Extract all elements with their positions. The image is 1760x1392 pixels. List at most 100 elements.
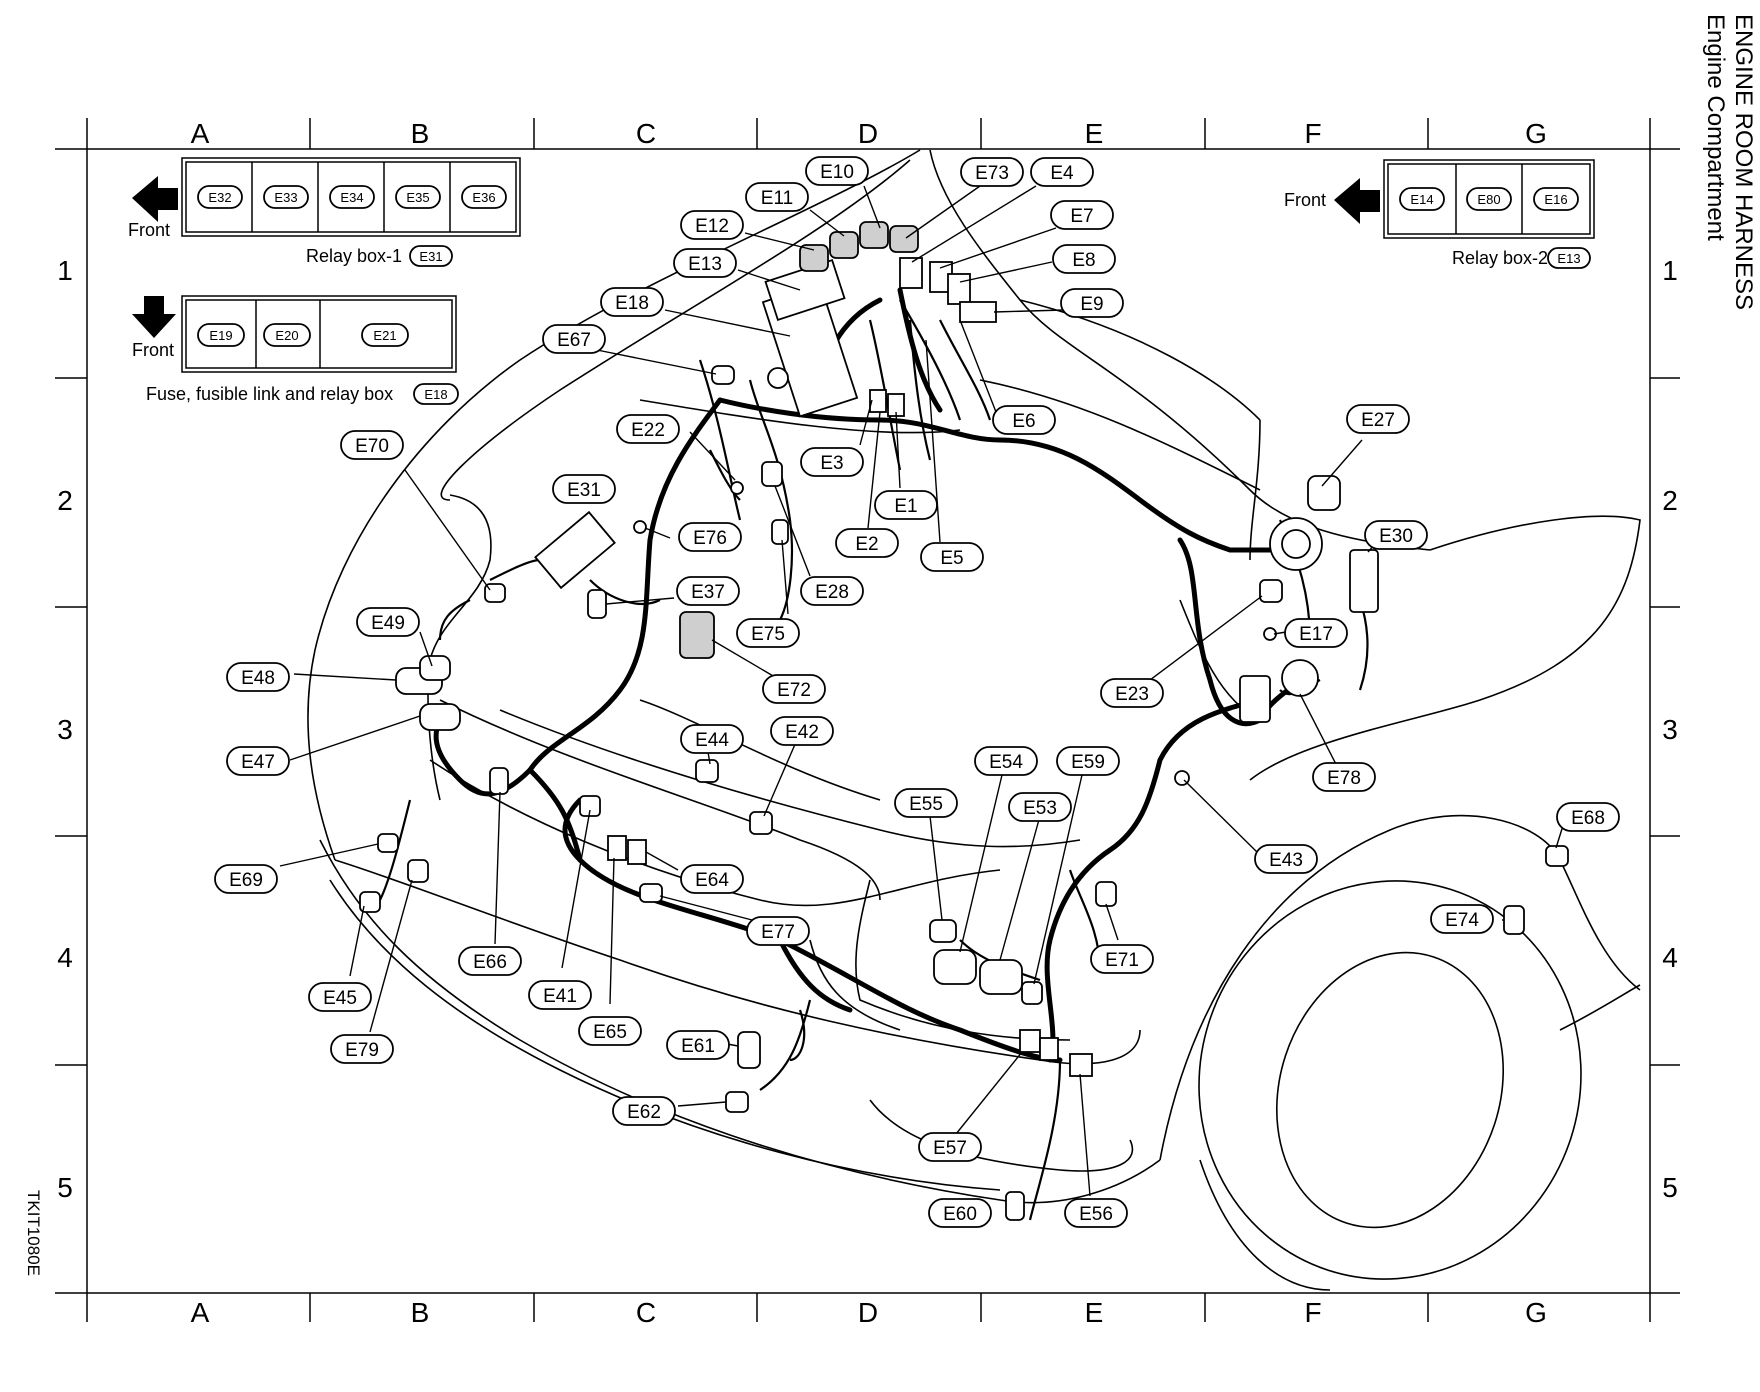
diagram-subtitle: Engine Compartment xyxy=(1702,14,1729,241)
callout-e55: E55 xyxy=(894,788,958,818)
connector-e27-shape xyxy=(1307,475,1341,511)
slot-e34 xyxy=(329,185,375,209)
callout-pill xyxy=(1556,802,1620,832)
fuse-box-top xyxy=(764,259,846,321)
slot-e80 xyxy=(1466,187,1512,211)
callout-label: E7 xyxy=(1070,206,1093,227)
callout-label: E4 xyxy=(1050,163,1074,184)
callout-label: E67 xyxy=(557,330,591,351)
relay-box-1-code: E31 xyxy=(419,249,442,264)
col-label-b-bottom: B xyxy=(411,1297,430,1328)
callout-e66: E66 xyxy=(458,946,522,976)
callout-e76: E76 xyxy=(678,522,742,552)
slot-e14-label: E14 xyxy=(1410,192,1433,207)
callout-label: E71 xyxy=(1105,950,1139,971)
row-label-2-right: 2 xyxy=(1662,485,1678,516)
callout-label: E77 xyxy=(761,922,795,943)
callout-e57: E57 xyxy=(918,1132,982,1162)
callout-label: E10 xyxy=(820,162,854,183)
connector-e57b-shape xyxy=(1039,1037,1059,1061)
connector-e2-shape xyxy=(869,389,887,413)
callout-pill xyxy=(226,746,290,776)
slot-e32-label: E32 xyxy=(208,190,231,205)
connector-e30-shape xyxy=(1349,549,1379,613)
callout-label: E11 xyxy=(761,188,793,209)
callout-e72: E72 xyxy=(762,674,826,704)
relay-box-1-code-pill xyxy=(409,245,453,267)
slot-e35 xyxy=(395,185,441,209)
callout-e71: E71 xyxy=(1090,944,1154,974)
callout-pill xyxy=(673,248,737,278)
callout-e22: E22 xyxy=(616,414,680,444)
callout-e41: E41 xyxy=(528,980,592,1010)
callout-e2: E2 xyxy=(835,528,899,558)
relay-box-2-front-label: Front xyxy=(1284,190,1326,210)
slot-e36-label: E36 xyxy=(472,190,495,205)
callout-label: E6 xyxy=(1012,411,1035,432)
col-label-g: G xyxy=(1525,118,1547,149)
callout-pill xyxy=(616,414,680,444)
callout-e60: E60 xyxy=(928,1198,992,1228)
col-label-e: E xyxy=(1085,118,1104,149)
callout-e69: E69 xyxy=(214,864,278,894)
relay-box-2-code-pill xyxy=(1547,247,1591,269)
callout-label: E75 xyxy=(751,624,785,645)
col-label-f-bottom: F xyxy=(1304,1297,1321,1328)
callout-e67: E67 xyxy=(542,324,606,354)
ground-e22 xyxy=(730,481,744,495)
connector-e47-shape xyxy=(419,703,461,731)
callout-label: E1 xyxy=(894,496,917,517)
slot-e36 xyxy=(461,185,507,209)
connector-e72-shape xyxy=(679,611,715,659)
slot-e34-label: E34 xyxy=(340,190,363,205)
grid-frame xyxy=(55,118,1680,1322)
slot-e16 xyxy=(1533,187,1579,211)
connector-e67-shape xyxy=(711,365,735,385)
connector-e45-shape xyxy=(359,891,381,913)
components xyxy=(359,221,1569,1221)
front-arrow-left-icon-2 xyxy=(1334,178,1380,224)
callout-label: E44 xyxy=(695,730,729,751)
connector-e57-shape xyxy=(1019,1029,1041,1053)
callout-pill xyxy=(676,576,740,606)
slot-e21-label: E21 xyxy=(373,328,396,343)
col-label-d: D xyxy=(858,118,878,149)
callout-label: E79 xyxy=(345,1040,379,1061)
callout-e43: E43 xyxy=(1254,844,1318,874)
callout-pill xyxy=(308,982,372,1012)
callout-e62: E62 xyxy=(612,1096,676,1126)
col-label-e-bottom: E xyxy=(1085,1297,1104,1328)
row-label-5-right: 5 xyxy=(1662,1172,1678,1203)
callout-label: E55 xyxy=(909,794,943,815)
callout-pill xyxy=(214,864,278,894)
row-label-4: 4 xyxy=(57,942,73,973)
connector-e56-shape xyxy=(1069,1053,1093,1077)
callout-pill xyxy=(356,607,420,637)
fuse-box-front-label: Front xyxy=(132,340,174,360)
callout-e11: E11 xyxy=(745,182,809,212)
connector-e4-shape xyxy=(899,257,923,289)
slot-e33-label: E33 xyxy=(274,190,297,205)
col-label-f: F xyxy=(1304,118,1321,149)
callout-pill xyxy=(1254,844,1318,874)
callout-pill xyxy=(458,946,522,976)
ground-e76 xyxy=(633,520,647,534)
callout-label: E68 xyxy=(1571,808,1605,829)
callout-e56: E56 xyxy=(1064,1198,1128,1228)
connector-e65-shape xyxy=(607,835,627,861)
callout-e28: E28 xyxy=(800,576,864,606)
row-label-4-right: 4 xyxy=(1662,942,1678,973)
callout-pill xyxy=(1064,1198,1128,1228)
front-arrow-left-icon xyxy=(132,176,178,222)
callout-e1: E1 xyxy=(874,490,938,520)
relay-box-1-front-label: Front xyxy=(128,220,170,240)
slot-e80-label: E80 xyxy=(1477,192,1500,207)
connector-e8-shape xyxy=(947,273,971,305)
fuse-box-caption: Fuse, fusible link and relay box xyxy=(146,384,393,404)
row-label-3: 3 xyxy=(57,714,73,745)
callout-label: E74 xyxy=(1445,910,1479,931)
connector-e79-shape xyxy=(407,859,429,883)
slot-e19 xyxy=(197,323,245,347)
relay-e73 xyxy=(889,225,919,253)
